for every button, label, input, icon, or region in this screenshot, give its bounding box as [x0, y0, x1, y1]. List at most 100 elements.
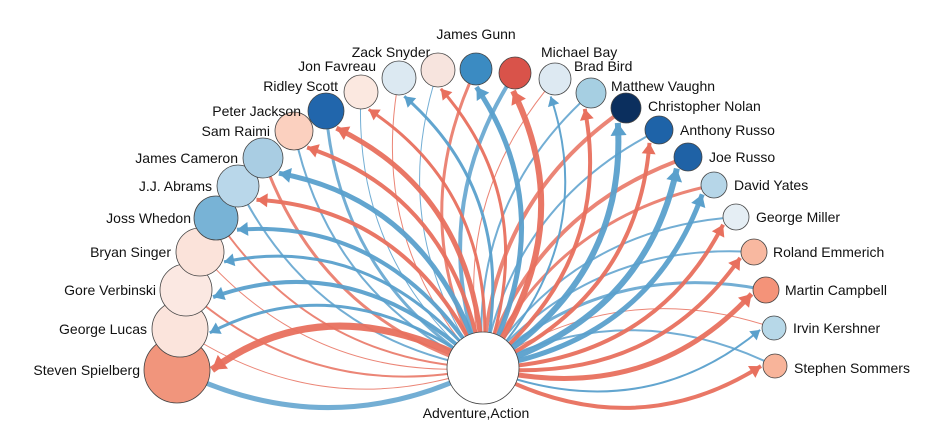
label-christopher-nolan: Christopher Nolan [648, 98, 761, 114]
edge-james-gunn [474, 85, 524, 370]
arrow-george-miller [711, 224, 725, 238]
edge-layer [175, 68, 776, 411]
node-peter-jackson[interactable] [307, 92, 345, 130]
label-brad-bird: Brad Bird [574, 58, 632, 74]
return-edge-bryan-singer [199, 251, 484, 370]
node-jon-favreau[interactable] [381, 60, 417, 96]
node-layer: Steven Spielberg George Lucas Gore Verbins… [33, 26, 910, 404]
node-sam-raimi[interactable] [274, 111, 314, 151]
label-jon-favreau: Jon Favreau [298, 58, 376, 74]
arrow-michael-bay [511, 90, 526, 106]
arrow-david-yates [691, 194, 706, 208]
label-anthony-russo: Anthony Russo [680, 122, 775, 138]
label-george-miller: George Miller [756, 209, 840, 225]
label-irvin-kershner: Irvin Kershner [793, 320, 880, 336]
label-martin-campbell: Martin Campbell [785, 282, 887, 298]
arrow-ridley-scott [368, 109, 381, 121]
node-irvin-kershner[interactable] [761, 315, 787, 341]
label-bryan-singer: Bryan Singer [90, 244, 171, 260]
arrow-bryan-singer [224, 253, 236, 267]
node-matthew-vaughn[interactable] [575, 77, 607, 109]
node-james-gunn[interactable] [459, 52, 493, 86]
edge-joe-russo [482, 167, 680, 371]
arrow-zack-snyder [440, 88, 453, 101]
return-edge-gore-verbinski [185, 289, 484, 378]
label-michael-bay: Michael Bay [541, 44, 617, 60]
arrow-james-cameron [278, 167, 292, 183]
label-matthew-vaughn: Matthew Vaughn [611, 78, 715, 94]
return-edge-george-lucas [179, 328, 484, 390]
node-brad-bird[interactable] [538, 62, 572, 96]
node-joe-russo[interactable] [673, 142, 703, 172]
label-sam-raimi: Sam Raimi [202, 123, 270, 139]
label-steven-spielberg: Steven Spielberg [33, 362, 140, 378]
edge-ridley-scott [367, 108, 487, 369]
edge-martin-campbell [482, 292, 754, 381]
arrow-j-j-abrams [256, 193, 268, 208]
label-joe-russo: Joe Russo [709, 149, 775, 165]
arrow-brad-bird [548, 96, 560, 108]
edge-gore-verbinski [212, 280, 485, 370]
arrow-roland-emmerich [728, 257, 741, 271]
arrow-peter-jackson [336, 126, 351, 140]
edge-matthew-vaughn [481, 108, 593, 370]
label-james-gunn: James Gunn [436, 26, 515, 42]
node-stephen-sommers[interactable] [762, 353, 788, 379]
label-george-lucas: George Lucas [59, 321, 147, 337]
edge-joss-whedon [236, 226, 485, 370]
arrow-joe-russo [666, 168, 683, 183]
arrow-sam-raimi [307, 144, 320, 158]
edge-james-cameron [278, 170, 486, 369]
edge-irvin-kershner [482, 329, 761, 393]
node-george-miller[interactable] [722, 203, 750, 231]
arrow-matthew-vaughn [580, 108, 594, 121]
edge-david-yates [482, 193, 705, 371]
edge-george-lucas [209, 303, 484, 370]
node-martin-campbell[interactable] [752, 276, 780, 304]
edge-christopher-nolan [481, 122, 622, 371]
label-gore-verbinski: Gore Verbinski [64, 282, 156, 298]
return-edge-james-cameron [261, 157, 484, 370]
node-joss-whedon[interactable] [193, 195, 239, 241]
arrow-gore-verbinski [213, 286, 226, 300]
arrow-martin-campbell [738, 293, 752, 308]
edge-michael-bay [480, 89, 545, 370]
node-christopher-nolan[interactable] [610, 92, 642, 124]
label-zack-snyder: Zack Snyder [352, 44, 431, 60]
center-node-circle[interactable] [446, 331, 520, 405]
edge-peter-jackson [335, 125, 486, 369]
edge-bryan-singer [223, 254, 485, 369]
node-ridley-scott[interactable] [343, 74, 379, 110]
label-peter-jackson: Peter Jackson [212, 103, 301, 119]
label-ridley-scott: Ridley Scott [263, 78, 338, 94]
node-zack-snyder[interactable] [420, 52, 456, 88]
arrow-irvin-kershner [749, 329, 761, 341]
label-james-cameron: James Cameron [135, 150, 238, 166]
edge-zack-snyder [439, 87, 508, 369]
edge-roland-emmerich [482, 256, 742, 373]
edge-brad-bird [482, 96, 567, 369]
arrow-james-gunn [476, 86, 490, 101]
edge-george-miller [482, 223, 725, 370]
center-node-label: Adventure,Action [423, 405, 530, 421]
label-roland-emmerich: Roland Emmerich [773, 244, 884, 260]
label-j-j-abrams: J.J. Abrams [139, 178, 212, 194]
edge-sam-raimi [306, 145, 485, 369]
node-james-cameron[interactable] [242, 137, 284, 179]
node-michael-bay[interactable] [498, 56, 532, 90]
arrow-steven-spielberg [211, 354, 228, 370]
arrow-joss-whedon [236, 221, 249, 236]
return-edge-steven-spielberg [175, 365, 485, 411]
node-anthony-russo[interactable] [644, 115, 674, 145]
edge-stephen-sommers [482, 364, 763, 410]
node-j-j-abrams[interactable] [216, 164, 260, 208]
label-david-yates: David Yates [734, 177, 808, 193]
arrow-stephen-sommers [748, 366, 762, 378]
node-david-yates[interactable] [700, 171, 728, 199]
arrow-george-lucas [209, 322, 222, 334]
center-node-group: Adventure,Action [423, 331, 530, 421]
arrow-christopher-nolan [610, 122, 627, 137]
edge-j-j-abrams [256, 197, 485, 369]
node-roland-emmerich[interactable] [740, 238, 768, 266]
